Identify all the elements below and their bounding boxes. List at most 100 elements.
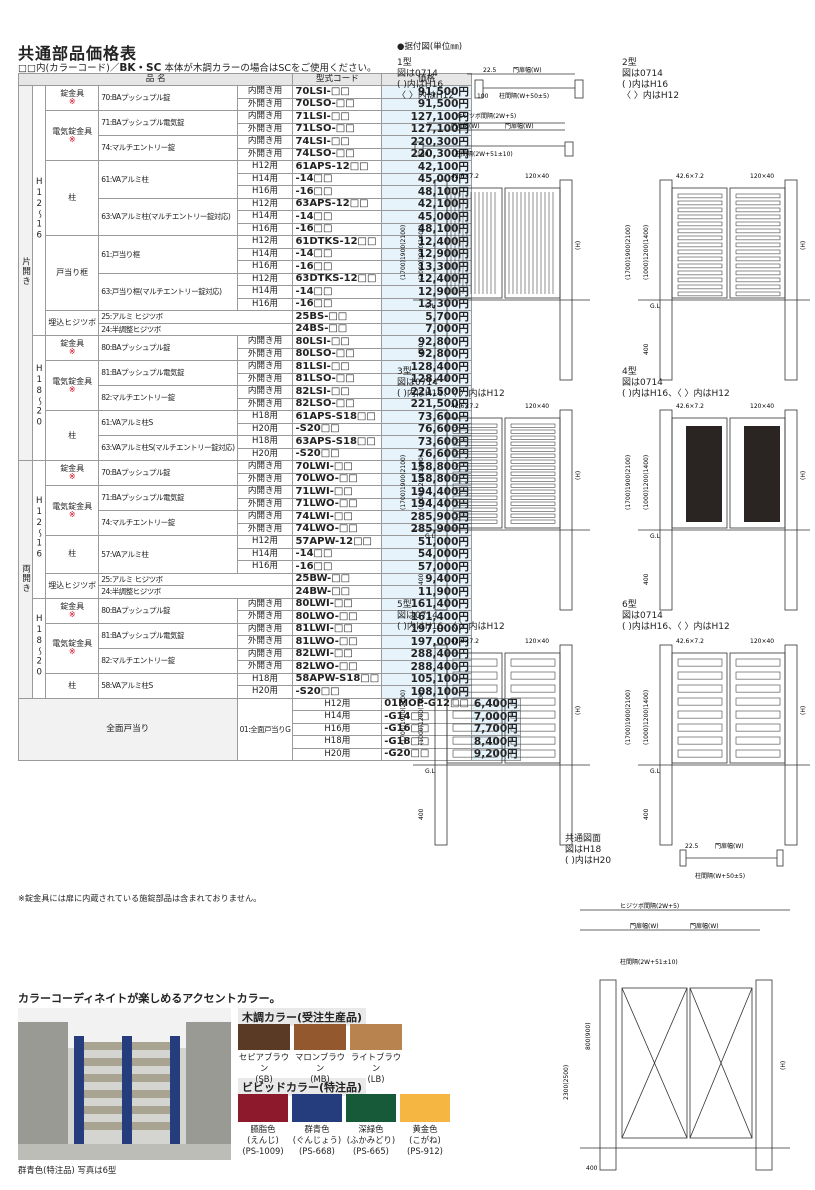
plan-view-1	[414, 73, 584, 157]
common-dim-door-w-l: 門扉幅(W)	[630, 922, 659, 930]
color-code-prefix: 内(カラーコード)／	[35, 63, 120, 74]
part-price: 161,400円	[381, 597, 472, 611]
part-code: 70LWI-□□	[292, 460, 383, 474]
dim-400: 400	[418, 343, 425, 355]
vivid-code: (PS-912)	[407, 1146, 443, 1156]
wood-code: (MB)	[310, 1074, 330, 1084]
group-label: 電気錠金具※	[45, 110, 100, 161]
group-label-text: 電気錠金具	[52, 126, 93, 136]
group-label: 電気錠金具※	[45, 485, 100, 536]
wood-swatch	[294, 1024, 346, 1050]
part-sub: H14用	[236, 285, 294, 299]
part-sub: H12用	[236, 160, 294, 174]
part-sub: H16用	[236, 222, 294, 236]
part-code: -16□□	[292, 222, 383, 236]
part-code: 80LWO-□□	[292, 610, 383, 624]
part-sub: H14用	[236, 547, 294, 561]
table-row: H20用-G20□□9,200円	[19, 747, 521, 761]
color-code-values: BK・SC	[119, 62, 162, 74]
group-label-text: 柱	[68, 193, 77, 202]
part-sub: H12用	[236, 235, 294, 249]
part-code: 63APS-S18□□	[292, 435, 383, 449]
part-code: 61APS-12□□	[292, 160, 383, 174]
part-price: 9,200円	[470, 747, 521, 761]
part-code: 61DTKS-12□□	[292, 235, 383, 249]
common-dim-225: 22.5	[685, 843, 699, 850]
dim-h: (H)	[800, 241, 807, 250]
dim-400: 400	[643, 573, 650, 585]
dim-frame: 42.6×7.2	[676, 173, 704, 180]
part-code: -14□□	[292, 210, 383, 224]
dim-h: (H)	[575, 471, 582, 480]
dim-height2: (1000)1200(1400)	[418, 455, 425, 510]
part-price: 285,900円	[381, 510, 472, 524]
height-label-text: H18〜20	[34, 364, 45, 429]
wood-swatch-label: ライトブラウン(LB)	[348, 1052, 404, 1085]
part-code: 74LSO-□□	[292, 147, 383, 161]
group-label-text: 電気錠金具	[52, 639, 93, 648]
dim-gl: G.L	[425, 303, 436, 310]
type-label-1: 1型図は0714( )内はH16〈 〉内はH12	[397, 58, 455, 101]
part-type: 01:全面戸当りG	[236, 697, 294, 761]
table-row: H20用-S20□□76,600円	[19, 447, 521, 461]
part-type: 61:VAアルミ柱S	[98, 410, 238, 436]
part-price: 105,100円	[381, 672, 472, 686]
wood-code: (LB)	[367, 1074, 385, 1084]
dim-post: 120×40	[750, 173, 774, 180]
part-code: 25BW-□□	[292, 572, 383, 586]
part-price: 7,000円	[470, 710, 521, 724]
part-sub: H14用	[236, 172, 294, 186]
part-price: 158,800円	[381, 472, 472, 486]
gate-elevations: (1700)1900(2100)(1000)1200(1400)G.L400(H…	[400, 173, 810, 846]
part-type: 25:アルミ ヒジツボ	[98, 310, 294, 324]
group-label-text: 錠金具	[60, 89, 85, 98]
part-price: 128,400円	[381, 360, 472, 374]
table-row: H16用-16□□48,100円	[19, 185, 521, 199]
vivid-name: 臙脂色	[250, 1124, 276, 1134]
part-code: 71LWI-□□	[292, 485, 383, 499]
header-price: 価格	[381, 73, 472, 86]
group-label-text: 戸当り框	[56, 268, 89, 277]
part-type: 70:BAプッシュプル錠	[98, 85, 238, 111]
dim-pillar-gap2: 柱間隔(2W+51±10)	[455, 150, 513, 158]
part-code: 71LSI-□□	[292, 110, 383, 124]
dim-gl: G.L	[650, 533, 661, 540]
part-code: 57APW-12□□	[292, 535, 383, 549]
part-code: -16□□	[292, 560, 383, 574]
dim-frame: 42.6×7.2	[451, 403, 479, 410]
color-code-box: □□	[18, 63, 36, 74]
common-dim-door-w: 門扉幅(W)	[715, 842, 744, 850]
part-code: 82LSO-□□	[292, 397, 383, 411]
part-type: 63:戸当り框(マルチエントリー錠対応)	[98, 272, 238, 311]
part-sub: H16用	[292, 722, 383, 736]
dim-height2: (1000)1200(1400)	[418, 225, 425, 280]
group-mark: ※	[68, 347, 76, 356]
part-sub: 内開き用	[236, 460, 294, 474]
color-code-suffix: 本体が木調カラーの場合はSCをご使用ください。	[161, 63, 377, 74]
part-code: 80LSO-□□	[292, 347, 383, 361]
part-price: 194,400円	[381, 485, 472, 499]
part-sub: 外開き用	[236, 522, 294, 536]
dim-100-b: 100	[417, 151, 429, 158]
part-code: 74LWO-□□	[292, 522, 383, 536]
part-price: 73,600円	[381, 410, 472, 424]
part-code: 82LWO-□□	[292, 660, 383, 674]
height-label-text: H12〜16	[34, 495, 45, 561]
group-label: 柱	[45, 160, 100, 236]
part-code: 71LWO-□□	[292, 497, 383, 511]
dim-door-w-l: 門扉幅(W)	[451, 122, 480, 130]
vivid-yomi: (ふかみどり)	[346, 1135, 396, 1145]
gate-elevation-5	[413, 644, 590, 846]
table-row: H20用-S20□□108,100円	[19, 685, 521, 699]
part-price: 91,500円	[381, 85, 472, 99]
part-sub: 外開き用	[236, 122, 294, 136]
part-code: 70LWO-□□	[292, 472, 383, 486]
height-label: H12〜16	[31, 85, 47, 336]
wood-swatch	[238, 1024, 290, 1050]
group-label: 錠金具※	[45, 597, 100, 624]
dim-h: (H)	[800, 706, 807, 715]
